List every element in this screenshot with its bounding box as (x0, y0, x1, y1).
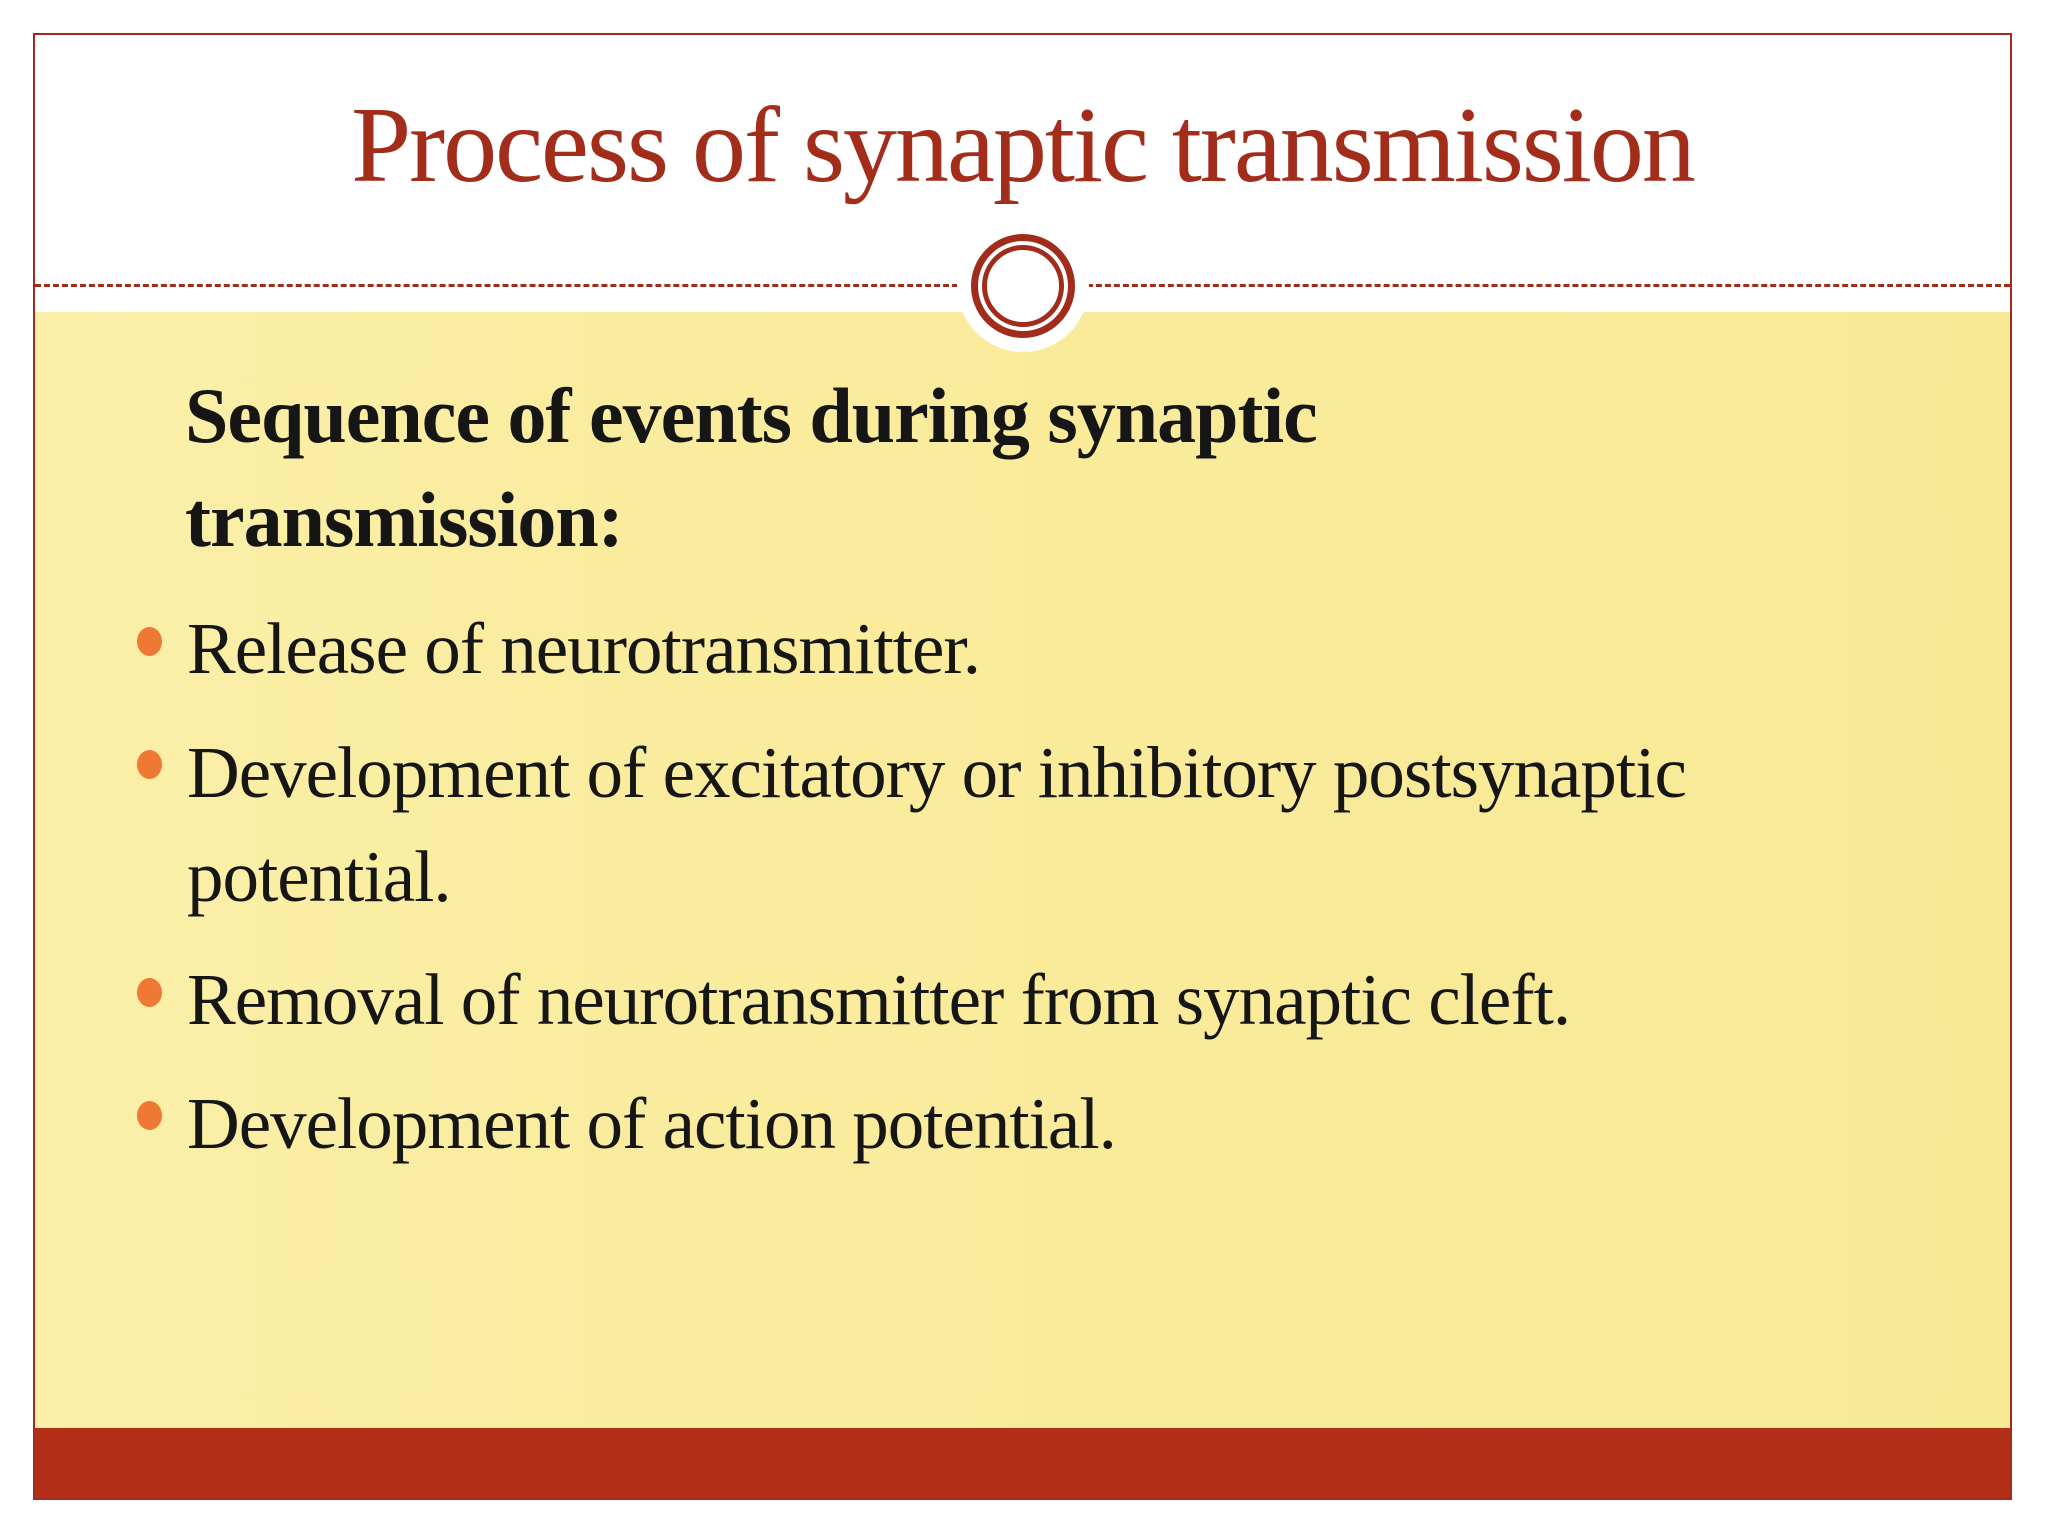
ornament-outer-ring (970, 234, 1075, 338)
content-heading: Sequence of events during synaptic trans… (185, 372, 1318, 563)
list-item: Removal of neurotransmitter from synapti… (135, 948, 1925, 1052)
bullet-list: Release of neurotransmitter. Development… (135, 597, 1925, 1175)
slide-border-frame: Process of synaptic transmission Sequenc… (33, 33, 2012, 1500)
bullet-dot-icon (137, 1101, 162, 1131)
footer-bar (35, 1428, 2010, 1498)
bullet-dot-icon (137, 750, 162, 780)
list-item: Development of action potential. (135, 1072, 1925, 1176)
page-title: Process of synaptic transmission (351, 85, 1696, 205)
bullet-dot-icon (137, 626, 162, 656)
bullet-text: Development of action potential. (187, 1083, 1117, 1165)
ornament-inner-ring (981, 245, 1064, 327)
bullet-dot-icon (137, 977, 162, 1007)
double-circle-ornament-icon (956, 220, 1089, 352)
list-item: Development of excitatory or inhibitory … (135, 721, 1925, 928)
bullet-text: Development of excitatory or inhibitory … (187, 732, 1687, 917)
bullet-text: Release of neurotransmitter. (187, 608, 981, 690)
bullet-text: Removal of neurotransmitter from synapti… (187, 959, 1571, 1041)
list-item: Release of neurotransmitter. (135, 597, 1925, 701)
content-area: Sequence of events during synaptic trans… (35, 312, 2010, 1428)
